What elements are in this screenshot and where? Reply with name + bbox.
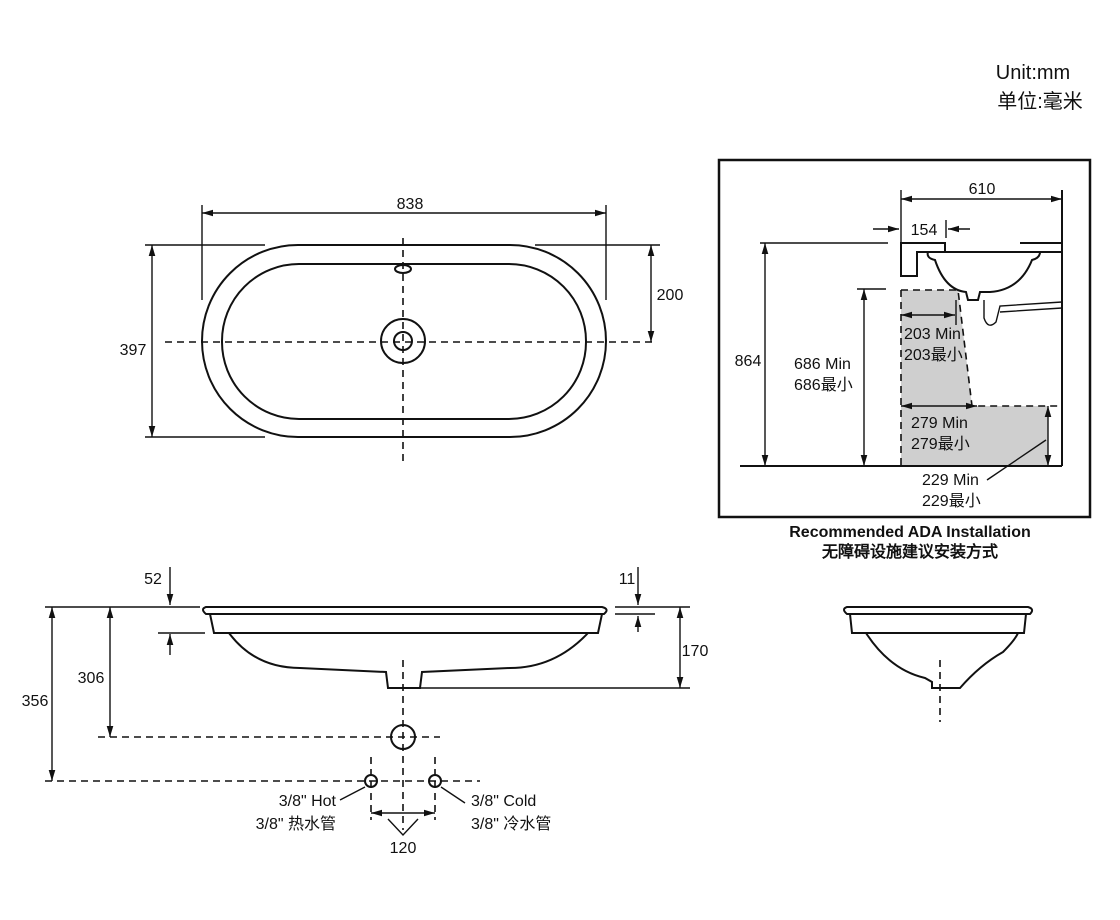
dim-bowl-height: 170 — [682, 643, 709, 660]
dim-supply-height: 356 — [22, 693, 49, 710]
drain-icon — [380, 318, 426, 364]
overflow-icon — [394, 264, 412, 274]
dim-width: 838 — [397, 196, 424, 213]
top-view: 838 397 200 — [120, 196, 684, 464]
dim-overhang: 154 — [911, 222, 938, 239]
dim-drain-height: 306 — [78, 670, 105, 687]
dim-counter-height: 864 — [735, 353, 762, 370]
hot-supply-icon — [364, 774, 378, 788]
dim-toe-depth: 279 Min — [911, 415, 968, 432]
front-view: 356 306 52 11 170 120 3/8" Hot 3/8" 热水管 — [22, 567, 709, 857]
knee-clearance-area — [901, 290, 972, 406]
dim-knee-depth-cn: 203最小 — [904, 346, 963, 364]
ada-installation-panel: 610 154 864 686 Min 686最小 203 Min 203最小 … — [717, 158, 1092, 519]
drain-outlet-icon — [390, 724, 416, 750]
dim-supply-spacing: 120 — [390, 840, 417, 857]
unit-label-cn: 单位:毫米 — [997, 90, 1083, 113]
unit-label: Unit:mm — [996, 62, 1070, 84]
dim-toe-height: 229 Min — [922, 472, 979, 489]
ada-title-cn: 无障碍设施建议安装方式 — [821, 542, 998, 561]
cold-supply-label-cn: 3/8" 冷水管 — [471, 815, 551, 833]
dim-knee-height-cn: 686最小 — [794, 376, 853, 394]
cold-supply-label: 3/8" Cold — [471, 793, 536, 810]
side-view — [843, 606, 1034, 722]
dim-toe-depth-cn: 279最小 — [911, 435, 970, 453]
dim-rim-to-top: 52 — [144, 571, 162, 588]
hot-supply-label: 3/8" Hot — [279, 793, 337, 810]
dim-toe-height-cn: 229最小 — [922, 492, 981, 510]
hot-supply-label-cn: 3/8" 热水管 — [256, 815, 336, 833]
ada-title: Recommended ADA Installation — [789, 524, 1031, 541]
dim-drain-offset: 200 — [657, 287, 684, 304]
dim-depth: 397 — [120, 342, 147, 359]
basin-outer-outline — [201, 244, 607, 438]
cold-supply-icon — [428, 774, 442, 788]
dim-knee-height: 686 Min — [794, 356, 851, 373]
dim-rim-thickness: 11 — [619, 571, 636, 588]
dim-knee-depth: 203 Min — [904, 326, 961, 343]
dim-cabinet-depth: 610 — [969, 181, 996, 198]
